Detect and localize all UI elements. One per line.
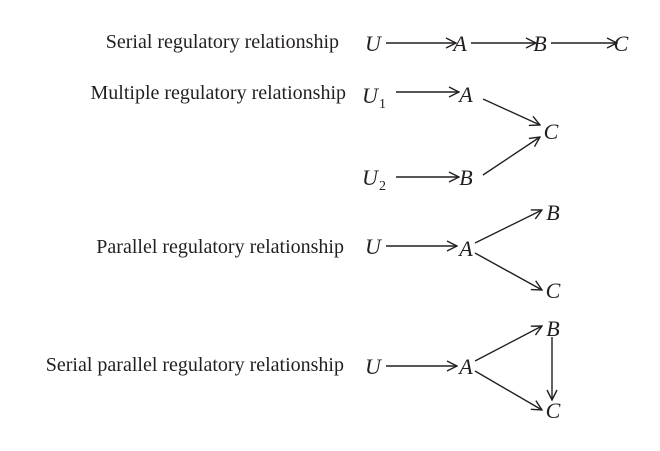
node-u1: U1 [362,83,386,112]
node-a: A [457,354,473,379]
node-b: B [546,316,559,341]
edge-a-to-c [474,370,542,410]
node-a: A [451,31,467,56]
diagram-label: Parallel regulatory relationship [96,236,344,258]
edge-a-to-c [474,252,542,290]
node-u: U [365,31,383,56]
edge-a-to-b [474,210,542,244]
node-u2: U2 [362,165,386,194]
diagram-label: Multiple regulatory relationship [91,82,347,104]
node-c: C [546,278,561,303]
node-c: C [546,398,561,423]
diagram-label: Serial regulatory relationship [106,31,339,53]
node-subscript: 2 [379,179,386,194]
node-c: C [614,31,629,56]
node-c: C [544,119,559,144]
node-u: U [365,234,383,259]
node-a: A [457,236,473,261]
node-b: B [459,165,472,190]
node-b: B [546,200,559,225]
node-a: A [457,82,473,107]
node-subscript: 1 [379,97,386,112]
edge-b-to-c [482,137,540,176]
node-b: B [533,31,546,56]
edges-layer [386,43,617,410]
edge-a-to-c [482,98,540,125]
edge-a-to-b [474,326,542,362]
diagram-label: Serial parallel regulatory relationship [46,354,344,376]
node-u: U [365,354,383,379]
